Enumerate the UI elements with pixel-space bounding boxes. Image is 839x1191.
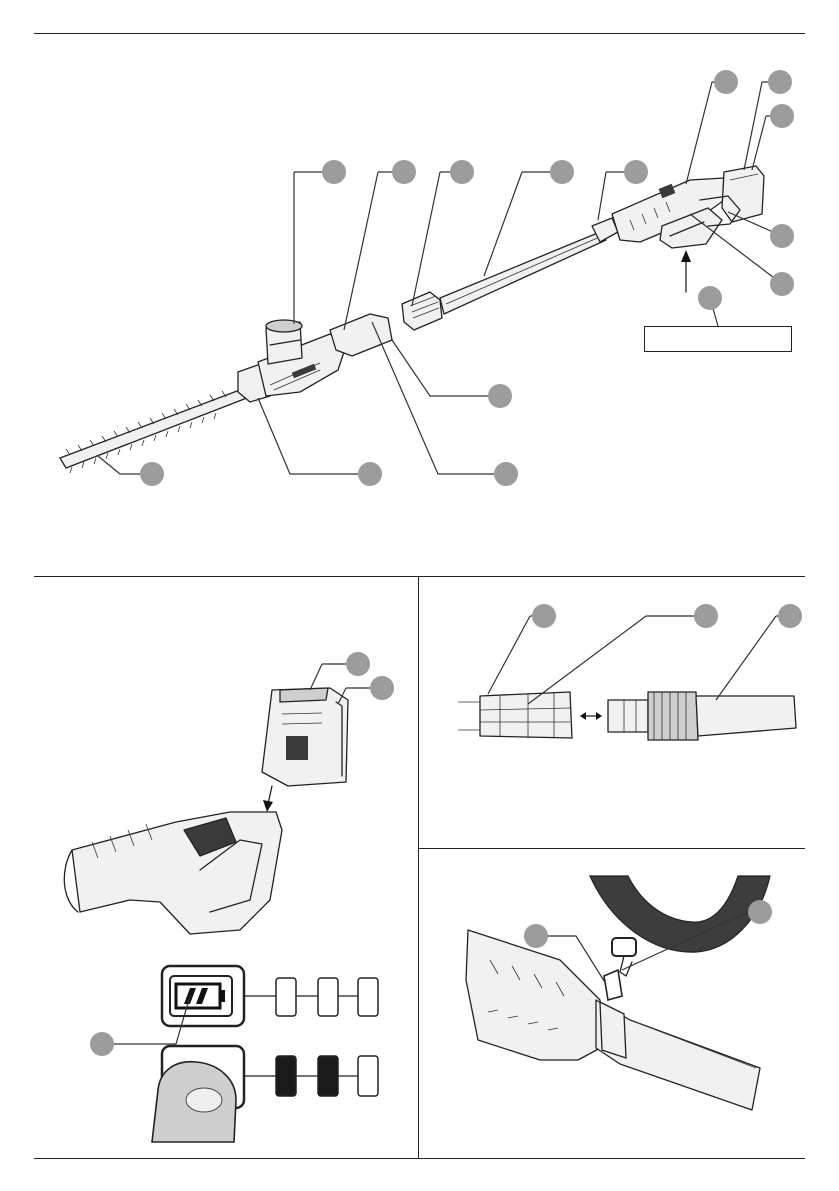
battery-level-indicator bbox=[90, 966, 378, 1142]
callout-22 bbox=[524, 924, 548, 948]
battery-gauge-top bbox=[162, 966, 378, 1026]
callout-5 bbox=[624, 160, 648, 184]
extension-pole bbox=[440, 232, 606, 314]
callout-9 bbox=[770, 224, 794, 248]
callout-13 bbox=[358, 462, 382, 486]
callout-16 bbox=[346, 652, 370, 676]
pole-coupling bbox=[402, 292, 442, 330]
callout-8 bbox=[770, 104, 794, 128]
battery-insertion-illustration bbox=[64, 652, 394, 934]
handle-assembly bbox=[64, 812, 282, 934]
hedge-trimmer-overview bbox=[60, 70, 794, 486]
callout-23 bbox=[748, 900, 772, 924]
callout-19 bbox=[532, 604, 556, 628]
pole-closeup bbox=[596, 1000, 760, 1110]
callout-14 bbox=[494, 462, 518, 486]
battery-pack bbox=[722, 166, 764, 222]
led-bottom-3 bbox=[358, 1056, 378, 1096]
led-bottom-2 bbox=[318, 1056, 338, 1096]
handle-body-closeup bbox=[466, 930, 604, 1060]
callout-20 bbox=[694, 604, 718, 628]
callout-11 bbox=[698, 286, 722, 310]
battery-level-icon bbox=[176, 984, 225, 1008]
double-arrow-icon bbox=[580, 712, 602, 720]
strap-buckle bbox=[604, 938, 636, 1000]
callout-3 bbox=[450, 160, 474, 184]
led-bottom-1 bbox=[276, 1056, 296, 1096]
callout-17 bbox=[370, 676, 394, 700]
callout-10 bbox=[770, 272, 794, 296]
insertion-arrow-icon bbox=[263, 786, 273, 812]
callout-15 bbox=[140, 462, 164, 486]
callout-4 bbox=[550, 160, 574, 184]
callout-21 bbox=[778, 604, 802, 628]
finger-press-icon bbox=[152, 1062, 236, 1142]
pole-connection-illustration bbox=[458, 604, 802, 740]
shoulder-strap-illustration bbox=[466, 876, 772, 1110]
callout-7 bbox=[768, 70, 792, 94]
callout-12 bbox=[488, 384, 512, 408]
callout-6 bbox=[714, 70, 738, 94]
pole-threaded-end bbox=[608, 692, 796, 740]
callout-1 bbox=[322, 160, 346, 184]
callout-group-overview bbox=[98, 70, 794, 486]
led-top-3 bbox=[358, 978, 378, 1016]
articulating-head-joint bbox=[330, 314, 392, 356]
callout-2 bbox=[392, 160, 416, 184]
callout-18 bbox=[90, 1032, 114, 1056]
led-top-2 bbox=[318, 978, 338, 1016]
led-top-1 bbox=[276, 978, 296, 1016]
cutting-blade bbox=[60, 388, 252, 473]
battery-pack-removed bbox=[262, 688, 348, 786]
overview-label-box bbox=[644, 326, 792, 352]
insertion-arrow-icon bbox=[681, 250, 691, 292]
motor-cap bbox=[266, 320, 302, 364]
coupling-sleeve bbox=[458, 692, 572, 738]
